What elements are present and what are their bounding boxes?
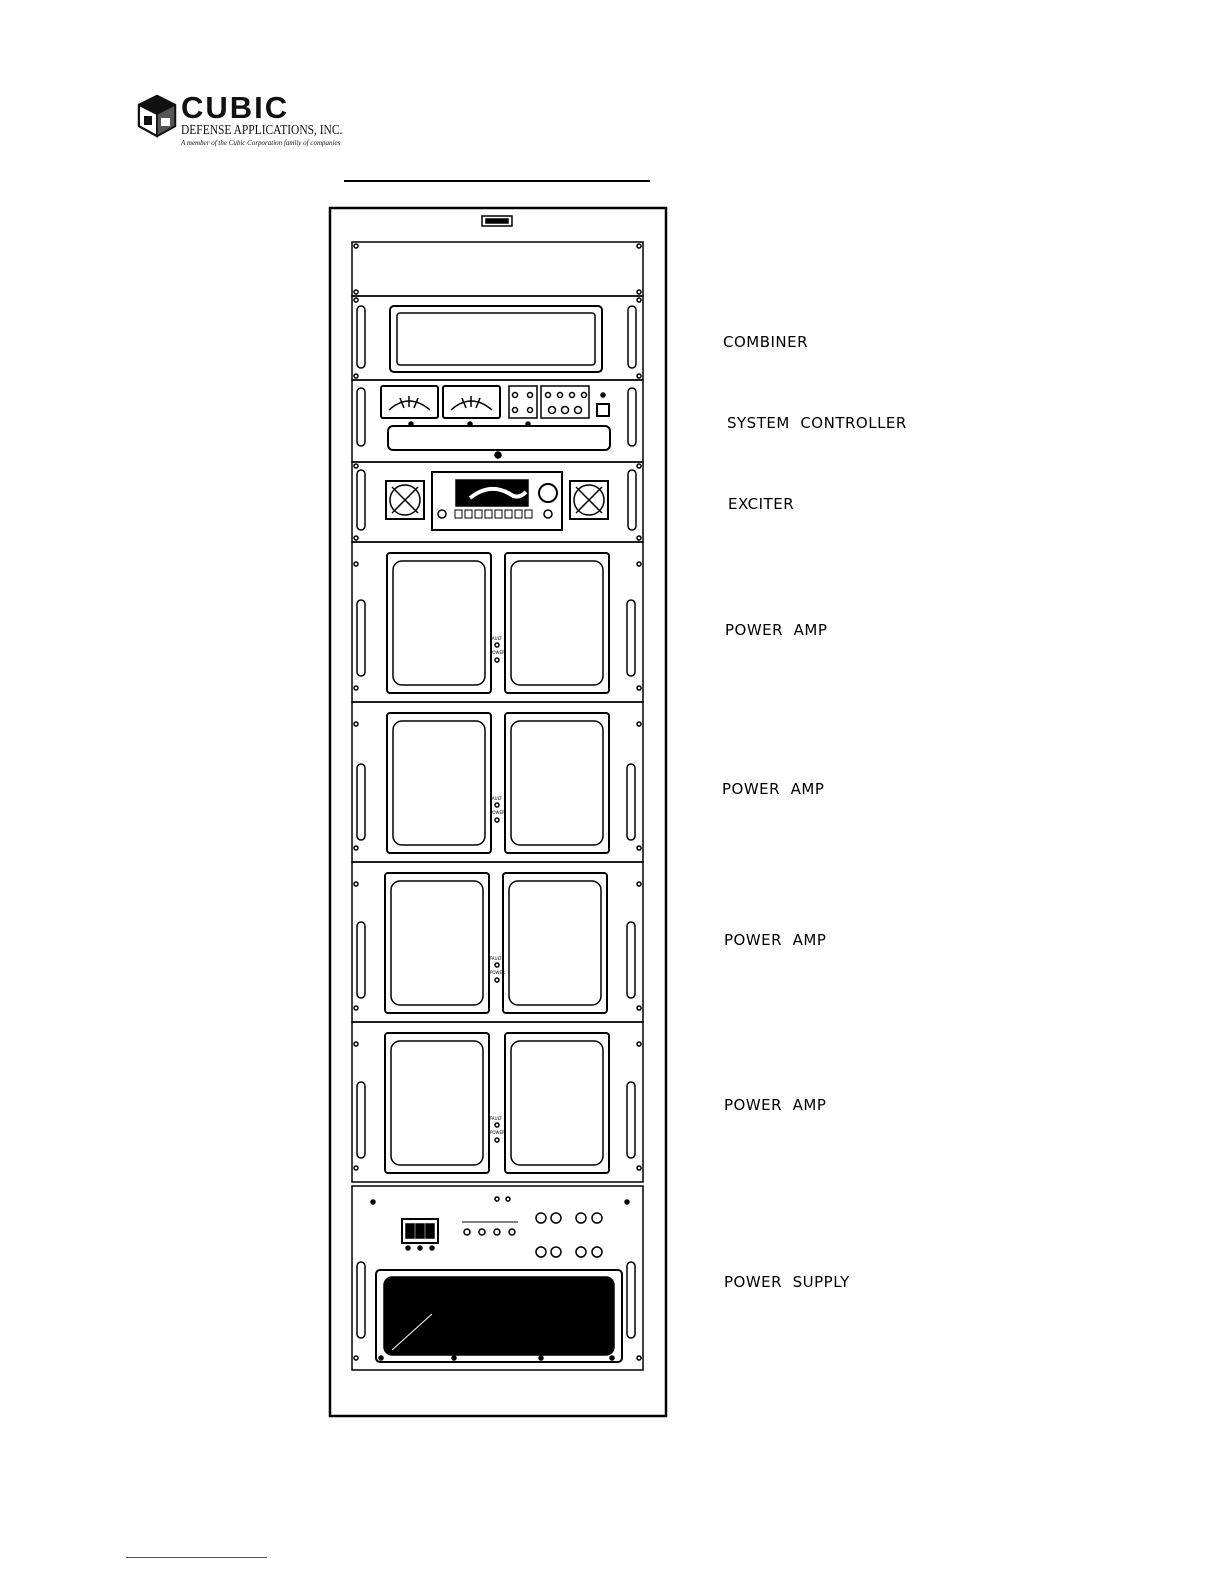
amp2-power-label: POWER: [490, 810, 505, 815]
power-amp-unit-1: [352, 542, 643, 702]
label-combiner: COMBINER: [723, 333, 808, 351]
label-system-controller: SYSTEM CONTROLLER: [727, 414, 907, 432]
label-power-amp-2: POWER AMP: [722, 780, 824, 798]
label-power-amp-3: POWER AMP: [724, 931, 826, 949]
amp2-fault-label: FAULT: [490, 796, 502, 801]
combiner-unit: [352, 296, 643, 380]
label-exciter: EXCITER: [728, 495, 794, 513]
exciter-unit: [352, 462, 643, 542]
system-controller-unit: [352, 380, 643, 462]
amp1-power-label: POWER: [490, 650, 505, 655]
label-power-supply: POWER SUPPLY: [724, 1273, 850, 1291]
amp3-fault-label: FAULT: [490, 956, 502, 961]
amp4-fault-label: FAULT: [490, 1116, 502, 1121]
label-power-amp-1: POWER AMP: [725, 621, 827, 639]
amp1-fault-label: FAULT: [490, 636, 502, 641]
blank-panel: [352, 242, 643, 296]
amp3-power-label: POWER: [490, 970, 505, 975]
power-supply-unit: [352, 1186, 643, 1370]
power-amp-unit-4: [352, 1022, 643, 1182]
footer-rule: [126, 1557, 267, 1558]
power-amp-unit-3: [352, 862, 643, 1022]
rack-badge: [482, 216, 512, 226]
label-power-amp-4: POWER AMP: [724, 1096, 826, 1114]
power-amp-unit-2: [352, 702, 643, 862]
amp4-power-label: POWER: [490, 1130, 505, 1135]
